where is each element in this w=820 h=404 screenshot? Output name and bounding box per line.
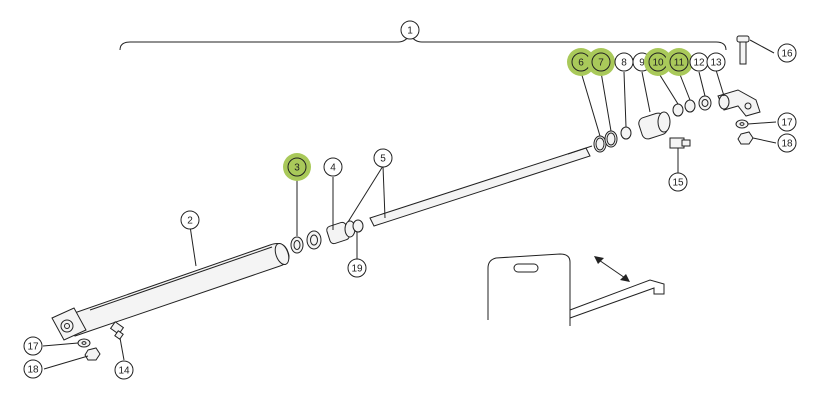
callout-c8: 8 <box>614 52 634 72</box>
callout-label: 13 <box>710 58 722 69</box>
seal-10 <box>672 103 684 117</box>
callout-circle <box>706 52 726 72</box>
callout-c4: 4 <box>323 157 343 177</box>
callout-c18b: 18 <box>777 133 797 153</box>
callout-circle <box>777 133 797 153</box>
callout-c5: 5 <box>373 148 393 168</box>
grease-fitting-14 <box>109 321 125 340</box>
leader-lines <box>42 39 777 370</box>
callout-circle <box>23 359 43 379</box>
callout-label: 7 <box>598 58 604 69</box>
callout-label: 9 <box>639 58 645 69</box>
callout-circle <box>777 112 797 132</box>
callout-label: 5 <box>380 154 386 165</box>
callout-circle <box>373 148 393 168</box>
callout-label: 19 <box>351 264 363 275</box>
callout-circle <box>347 258 367 278</box>
ring-8 <box>620 126 632 140</box>
callout-c17b: 17 <box>777 112 797 132</box>
nut-12 <box>698 95 712 111</box>
seal-4 <box>306 230 322 250</box>
callout-c13: 13 <box>706 52 726 72</box>
callout-c11: 11 <box>665 48 693 76</box>
clevis-13 <box>717 89 761 117</box>
callout-label: 10 <box>652 58 664 69</box>
callout-circle <box>669 52 689 72</box>
cylinder-tube <box>51 242 290 341</box>
callout-label: 12 <box>693 58 705 69</box>
callout-c19: 19 <box>347 258 367 278</box>
callout-label: 14 <box>118 366 130 377</box>
callout-label: 17 <box>781 118 793 129</box>
callout-c10: 10 <box>644 48 672 76</box>
callout-circle <box>180 210 200 230</box>
callout-c15: 15 <box>668 172 688 192</box>
pin-16 <box>736 35 750 65</box>
piston-rod <box>369 145 593 227</box>
washer-17-left <box>77 338 91 348</box>
callout-label: 15 <box>672 178 684 189</box>
callout-circle <box>668 172 688 192</box>
callout-label: 4 <box>330 163 336 174</box>
callout-c14: 14 <box>114 360 134 380</box>
callout-label: 2 <box>187 216 193 227</box>
callout-c18a: 18 <box>23 359 43 379</box>
callout-c17a: 17 <box>23 336 43 356</box>
callout-circle <box>23 336 43 356</box>
callout-c3: 3 <box>283 153 311 181</box>
callout-label: 18 <box>27 365 39 376</box>
callout-label: 6 <box>578 58 584 69</box>
callout-circle <box>400 20 420 40</box>
callout-c12: 12 <box>689 52 709 72</box>
callout-label: 17 <box>27 342 39 353</box>
assembly-bracket <box>119 32 727 51</box>
callout-circle <box>777 43 797 63</box>
callout-label: 3 <box>294 163 300 174</box>
callout-c1: 1 <box>400 20 420 40</box>
fitting-15 <box>669 137 691 149</box>
nut-19 <box>352 219 364 233</box>
callout-label: 11 <box>674 58 685 69</box>
callout-label: 18 <box>781 139 793 150</box>
callout-c16: 16 <box>777 43 797 63</box>
ring-3 <box>290 236 304 254</box>
nut-18-right <box>737 131 754 145</box>
washer-17-right <box>735 119 749 129</box>
callout-label: 16 <box>781 49 793 60</box>
callout-circle <box>591 52 611 72</box>
gland-9 <box>638 111 671 140</box>
callout-label: 8 <box>621 58 627 69</box>
callout-circle <box>114 360 134 380</box>
callout-c6: 6 <box>567 48 595 76</box>
callout-circle <box>323 157 343 177</box>
piston-5 <box>326 220 356 245</box>
callout-c7: 7 <box>587 48 615 76</box>
callout-circle <box>287 157 307 177</box>
callout-c2: 2 <box>180 210 200 230</box>
callout-label: 1 <box>407 26 413 37</box>
inset-mounting-sketch <box>487 253 665 326</box>
nut-18-left <box>84 347 101 361</box>
double-arrow-icon <box>594 256 630 282</box>
seal-11 <box>684 99 696 113</box>
